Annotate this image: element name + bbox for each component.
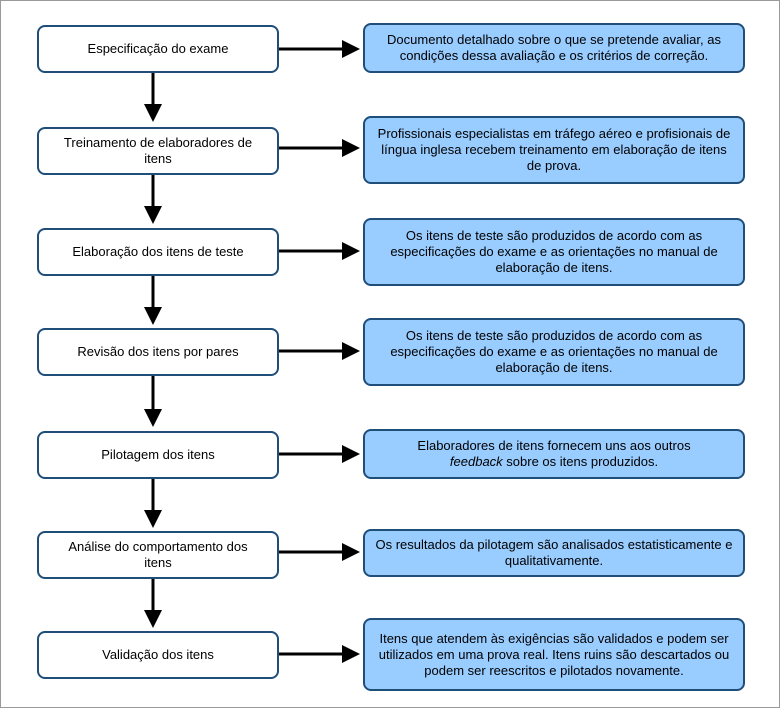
desc-especificacao: Documento detalhado sobre o que se prete…: [363, 23, 745, 73]
step-analise: Análise do comportamento dos itens: [37, 531, 279, 579]
step-label: Elaboração dos itens de teste: [72, 244, 244, 259]
step-treinamento: Treinamento de elaboradores de itens: [37, 127, 279, 175]
desc-validacao: Itens que atendem às exigências são vali…: [363, 618, 745, 691]
desc-text-line: Elaboradores de itens fornecem uns aos o…: [417, 438, 691, 453]
step-pilotagem: Pilotagem dos itens: [37, 431, 279, 479]
desc-pilotagem: Elaboradores de itens fornecem uns aos o…: [363, 429, 745, 479]
step-label: Especificação do exame: [87, 41, 229, 56]
step-label: Validação dos itens: [102, 647, 214, 662]
desc-revisao: Os itens de teste são produzidos de acor…: [363, 318, 745, 386]
desc-analise: Os resultados da pilotagem são analisado…: [363, 529, 745, 577]
step-especificacao: Especificação do exame: [37, 25, 279, 73]
desc-text: Os resultados da pilotagem são analisado…: [375, 537, 733, 568]
desc-text: Profissionais especialistas em tráfego a…: [377, 126, 731, 173]
step-elaboracao: Elaboração dos itens de teste: [37, 228, 279, 276]
step-validacao: Validação dos itens: [37, 631, 279, 679]
step-revisao: Revisão dos itens por pares: [37, 328, 279, 376]
desc-text: Os itens de teste são produzidos de acor…: [390, 328, 718, 375]
desc-text: Elaboradores de itens fornecem uns aos o…: [417, 438, 690, 470]
step-label: Treinamento de elaboradores de itens: [63, 135, 253, 166]
desc-text: Os itens de teste são produzidos de acor…: [390, 228, 718, 275]
desc-emphasis: feedback: [449, 454, 503, 469]
step-label: Pilotagem dos itens: [101, 447, 215, 462]
desc-elaboracao: Os itens de teste são produzidos de acor…: [363, 218, 745, 286]
desc-text: Itens que atendem às exigências são vali…: [378, 630, 730, 678]
step-label: Revisão dos itens por pares: [77, 344, 239, 359]
desc-text-line: feedback sobre os itens produzidos.: [450, 454, 658, 469]
desc-treinamento: Profissionais especialistas em tráfego a…: [363, 116, 745, 184]
desc-text-tail: sobre os itens produzidos.: [506, 454, 659, 469]
step-label: Análise do comportamento dos itens: [68, 539, 248, 570]
desc-text: Documento detalhado sobre o que se prete…: [387, 32, 721, 63]
